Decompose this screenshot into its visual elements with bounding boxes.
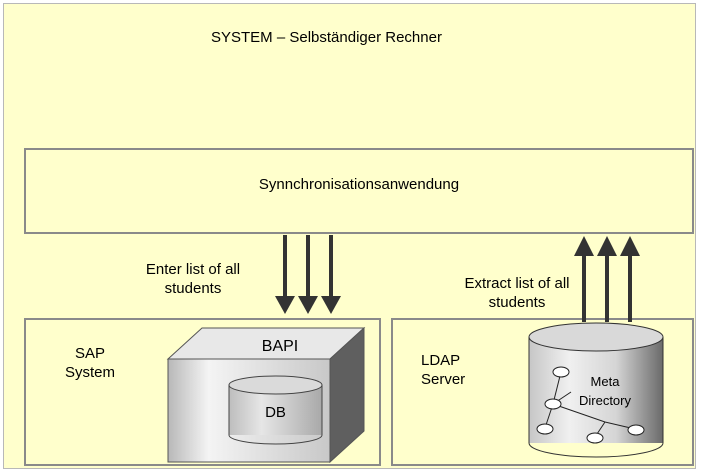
meta-cylinder-top — [528, 322, 664, 352]
ldap-label-line2: Server — [421, 371, 466, 388]
system-title: SYSTEM – Selbständiger Rechner — [211, 29, 442, 46]
down-arrows — [283, 235, 333, 300]
tree-node — [536, 423, 554, 435]
extract-flow-label: Extract list of all students — [432, 274, 602, 312]
meta-label-line2: Directory — [578, 393, 631, 408]
bapi-label: BAPI — [261, 338, 299, 355]
extract-flow-label-line2: students — [488, 294, 546, 311]
sync-application-box — [24, 148, 694, 234]
db-cylinder-top — [228, 375, 323, 395]
sap-label-line2: System — [64, 364, 115, 381]
extract-flow-label-line1: Extract list of all — [464, 275, 570, 292]
tree-node — [552, 366, 570, 378]
sap-system-label: SAP System — [50, 344, 130, 382]
enter-flow-label-line1: Enter list of all — [145, 261, 241, 278]
directory-tree — [536, 366, 645, 444]
db-cylinder — [228, 375, 323, 445]
sync-application-label: Synnchronisationsanwendung — [258, 176, 460, 193]
ldap-label-line1: LDAP — [421, 352, 461, 369]
tree-node — [544, 398, 562, 410]
up-arrow-head-3 — [620, 236, 640, 256]
enter-flow-label-line2: students — [164, 280, 222, 297]
up-arrow-head-2 — [597, 236, 617, 256]
meta-label-line1: Meta — [590, 374, 620, 389]
tree-node — [627, 424, 645, 436]
up-arrow-head-1 — [574, 236, 594, 256]
down-arrow-heads — [275, 296, 341, 314]
ldap-server-label: LDAP Server — [421, 351, 465, 389]
tree-node — [586, 432, 604, 444]
down-arrow-head-2 — [298, 296, 318, 314]
up-arrow-heads — [574, 236, 640, 256]
down-arrow-head-3 — [321, 296, 341, 314]
meta-cylinder-outline — [528, 337, 664, 458]
db-cylinder-outline — [228, 385, 323, 445]
up-arrows — [582, 252, 632, 322]
meta-directory-label: Meta Directory — [560, 372, 650, 410]
db-label: DB — [265, 404, 286, 421]
tree-edge — [552, 403, 606, 423]
down-arrow-head-1 — [275, 296, 295, 314]
enter-flow-label: Enter list of all students — [108, 260, 278, 298]
sap-label-line1: SAP — [74, 345, 105, 362]
